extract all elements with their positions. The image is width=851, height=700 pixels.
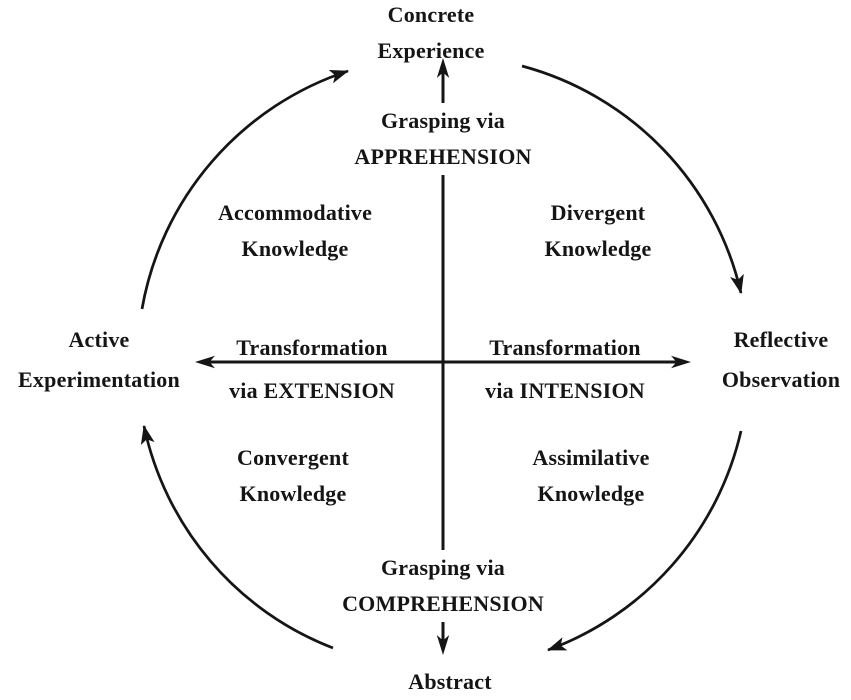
axis-transformation-intension-line2: via INTENSION [485,378,645,403]
node-abstract-line1: Abstract [408,669,492,694]
node-concrete-experience-line1: Concrete [387,2,475,27]
quadrant-accommodative-knowledge: Accommodative Knowledge [218,195,372,267]
quadrant-accommodative-line2: Knowledge [241,236,349,261]
node-active-experimentation: Active Experimentation [18,320,180,400]
cycle-arrow-right-to-bottom [547,430,743,652]
cycle-arrow-bottom-to-left [140,425,334,650]
axis-grasping-comprehension: Grasping via COMPREHENSION [332,550,554,622]
quadrant-divergent-line1: Divergent [550,200,646,225]
node-reflective-observation: Reflective Observation [722,320,840,400]
quadrant-assimilative-line1: Assimilative [532,445,650,470]
axis-grasping-comprehension-line1: Grasping via [380,555,506,580]
node-active-experimentation-line1: Active [68,327,130,352]
horizontal-axis-arrowhead-right-icon [671,355,691,369]
axis-grasping-apprehension-line1: Grasping via [380,108,506,133]
vertical-axis-arrowhead-down-icon [436,635,450,655]
quadrant-convergent-line1: Convergent [237,445,349,470]
quadrant-convergent-knowledge: Convergent Knowledge [237,440,349,512]
quadrant-assimilative-knowledge: Assimilative Knowledge [532,440,649,512]
axis-transformation-intension-line1: Transformation [489,335,641,360]
horizontal-axis-arrowhead-left-icon [195,355,215,369]
quadrant-convergent-line2: Knowledge [239,481,347,506]
quadrant-divergent-line2: Knowledge [544,236,652,261]
cycle-arrow-left-to-top [140,69,349,310]
vertical-axis-arrowhead-up-icon [436,58,450,78]
quadrant-assimilative-line2: Knowledge [537,481,645,506]
quadrant-divergent-knowledge: Divergent Knowledge [545,195,652,267]
node-active-experimentation-line2: Experimentation [18,367,180,392]
axis-transformation-extension-line1: Transformation [236,335,388,360]
axis-transformation-extension: Transformation via EXTENSION [229,326,395,412]
cycle-arrow-top-to-right [521,64,744,294]
axis-transformation-intension: Transformation via INTENSION [485,326,645,412]
axis-grasping-comprehension-line2: COMPREHENSION [342,591,544,616]
axis-grasping-apprehension-line2: APPREHENSION [354,144,532,169]
node-concrete-experience-line2: Experience [377,38,485,63]
node-abstract: Abstract [408,666,491,698]
node-concrete-experience: Concrete Experience [377,0,484,69]
quadrant-accommodative-line1: Accommodative [217,200,373,225]
axis-grasping-apprehension: Grasping via APPREHENSION [344,103,542,175]
node-reflective-observation-line2: Observation [721,367,841,392]
axis-transformation-extension-line2: via EXTENSION [229,378,395,403]
node-reflective-observation-line1: Reflective [733,327,829,352]
